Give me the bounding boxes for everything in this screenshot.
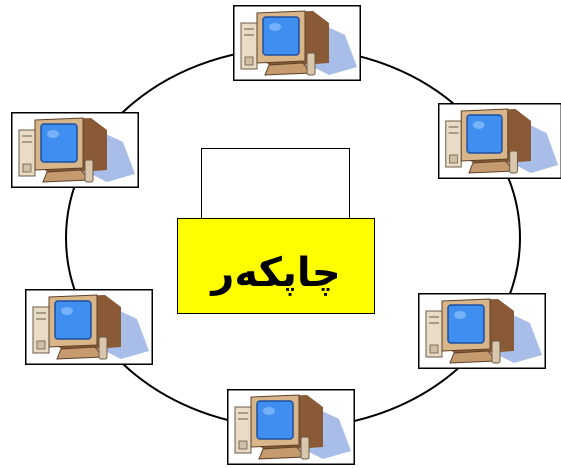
computer-upper-right-icon: [438, 103, 561, 179]
computer-lower-left-icon: [25, 289, 153, 365]
printer-body: [177, 218, 375, 314]
computer-upper-left-icon: [11, 112, 139, 188]
printer-label: چاپکەر: [211, 250, 341, 296]
computer-top-icon: [233, 5, 361, 81]
computer-lower-right-icon: [418, 293, 546, 369]
computer-bottom-icon: [227, 389, 355, 465]
